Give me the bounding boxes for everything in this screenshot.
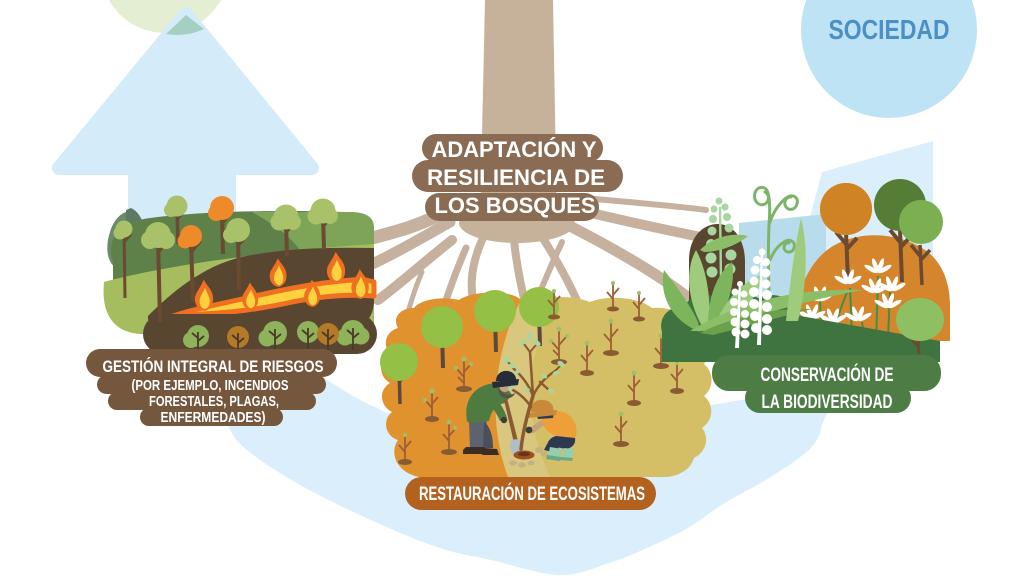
- svg-text:ENFERMEDADES): ENFERMEDADES): [161, 410, 266, 426]
- svg-text:SOCIEDAD: SOCIEDAD: [829, 14, 950, 45]
- svg-text:GESTIÓN INTEGRAL DE RIESGOS: GESTIÓN INTEGRAL DE RIESGOS: [103, 357, 324, 376]
- svg-text:LA BIODIVERSIDAD: LA BIODIVERSIDAD: [762, 392, 893, 413]
- svg-text:(POR EJEMPLO, INCENDIOS: (POR EJEMPLO, INCENDIOS: [132, 378, 289, 394]
- svg-text:FORESTALES, PLAGAS,: FORESTALES, PLAGAS,: [149, 394, 279, 410]
- svg-text:CONSERVACIÓN DE: CONSERVACIÓN DE: [761, 364, 894, 386]
- svg-text:RESILIENCIA DE: RESILIENCIA DE: [427, 165, 605, 190]
- svg-text:RESTAURACIÓN DE ECOSISTEMAS: RESTAURACIÓN DE ECOSISTEMAS: [419, 483, 645, 505]
- svg-text:LOS BOSQUES: LOS BOSQUES: [435, 193, 596, 218]
- svg-text:ADAPTACIÓN Y: ADAPTACIÓN Y: [432, 137, 597, 162]
